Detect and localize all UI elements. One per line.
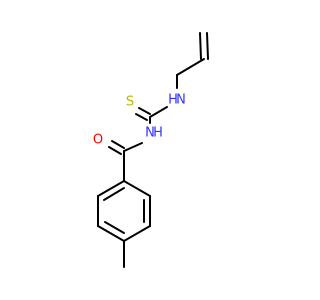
bond-carbonyl-double-1 — [111, 140, 125, 149]
bond-thiocarbonyl-double-1 — [138, 107, 151, 115]
bond-vinyl-to-methylene — [176, 58, 205, 76]
atom-label-nitrogen-amide: N — [145, 126, 155, 141]
ring-bond-3 — [123, 225, 151, 242]
bond-vinyl-double-1 — [199, 32, 202, 60]
atom-label-sulfur: S — [126, 95, 134, 110]
ring-inner-bond-3 — [103, 187, 125, 201]
ring-bond-6 — [97, 180, 125, 197]
bond-carbonyl-double-2 — [108, 146, 122, 155]
ring-bond-4 — [97, 225, 125, 242]
molecule-structure-diagram: S N H N H O — [93, 32, 209, 268]
bond-amide-nitrogen-to-carbonyl — [123, 142, 143, 152]
atom-label-hydrogen-amide: H — [153, 126, 163, 141]
atom-label-hydrogen-allyl: H — [168, 93, 178, 108]
bond-vinyl-double-2 — [206, 32, 209, 60]
bond-thiocarbonyl-double-2 — [135, 113, 148, 121]
atom-label-oxygen: O — [93, 133, 103, 148]
ring-inner-bond-2 — [104, 221, 125, 234]
atom-label-nitrogen-allyl: N — [176, 93, 186, 108]
ring-bond-1 — [123, 180, 151, 197]
bond-nitrogen-to-thiocarbon — [149, 106, 168, 118]
